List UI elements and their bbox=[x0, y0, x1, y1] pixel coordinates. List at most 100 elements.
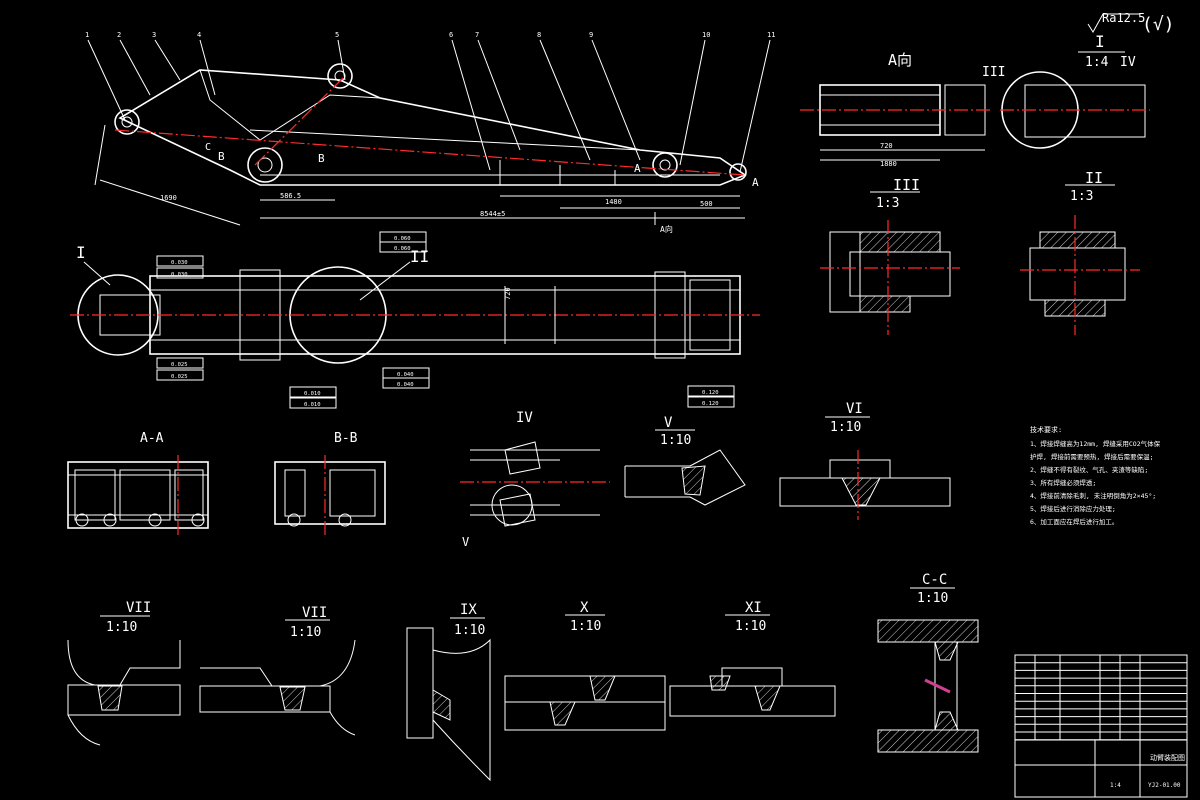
tolerance-value: 0.120 bbox=[702, 390, 719, 396]
tech-req-line: 护焊, 焊接前需要预热, 焊接后需要保温; bbox=[1030, 452, 1154, 461]
tolerance-frame bbox=[156, 357, 204, 369]
detail-x-title: X bbox=[580, 600, 589, 616]
tolerance-value: 0.025 bbox=[171, 374, 188, 380]
tolerance-value: 0.120 bbox=[702, 401, 719, 407]
detail-vi-title: VI bbox=[846, 401, 863, 417]
detail-iv-title: IV bbox=[516, 410, 533, 426]
a-direction-view: A向 720 1880 bbox=[800, 51, 990, 168]
detail-vii-b-scale: 1:10 bbox=[290, 625, 321, 640]
tolerance-value: 0.030 bbox=[171, 272, 188, 278]
tolerance-value: 0.040 bbox=[397, 382, 414, 388]
balloon-label: 3 bbox=[152, 31, 156, 39]
a-direction-title: A向 bbox=[888, 51, 912, 69]
tech-req-line: 2、焊缝不得有裂纹、气孔、夹渣等缺陷; bbox=[1030, 465, 1148, 474]
tolerance-frame bbox=[687, 385, 735, 397]
balloon-leader bbox=[119, 39, 151, 96]
tech-req-line: 1、焊接焊缝高为12mm, 焊缝采用CO2气体保 bbox=[1030, 439, 1161, 448]
detail-vi-scale: 1:10 bbox=[830, 420, 861, 435]
tolerance-frame bbox=[382, 377, 430, 389]
tolerance-value: 0.025 bbox=[171, 362, 188, 368]
balloon-label: 6 bbox=[449, 31, 453, 39]
tolerance-value: 0.010 bbox=[304, 391, 321, 397]
balloon-leader bbox=[739, 39, 771, 173]
detail-ii: II 1:3 bbox=[1020, 169, 1140, 335]
detail-iii: III 1:3 bbox=[820, 176, 960, 335]
tolerance-frame bbox=[379, 241, 427, 253]
detail-ii-scale: 1:3 bbox=[1070, 189, 1093, 204]
title-drawing-name: 动臂装配图 bbox=[1150, 753, 1185, 762]
detail-i-scale: 1:4 bbox=[1085, 55, 1109, 70]
plan-dim-1: 720 bbox=[504, 287, 512, 300]
balloon-leader bbox=[337, 39, 346, 81]
balloon-label: 4 bbox=[197, 31, 201, 39]
dim-segment-3: 1690 bbox=[160, 194, 177, 202]
a-direction-arrow-label: A向 bbox=[660, 224, 673, 234]
tolerance-frame bbox=[289, 386, 337, 398]
tolerance-value: 0.010 bbox=[304, 402, 321, 408]
detail-v: V 1:10 bbox=[624, 415, 746, 506]
tolerance-value: 0.060 bbox=[394, 236, 411, 242]
detail-i-mark-iii: III bbox=[982, 65, 1005, 80]
section-mark-a-right: A bbox=[752, 176, 759, 189]
tolerance-frame bbox=[156, 255, 204, 267]
section-c-c: C-C 1:10 bbox=[877, 572, 979, 753]
title-drawing-no: YJ2-01.00 bbox=[1148, 782, 1181, 789]
section-b-b-title: B-B bbox=[334, 431, 358, 446]
balloon-label: 8 bbox=[537, 31, 541, 39]
title-block: 动臂装配图 YJ2-01.00 1:4 bbox=[1014, 654, 1188, 798]
tech-req-line: 6、加工面应在焊后进行加工。 bbox=[1030, 517, 1118, 526]
section-mark-a-left: A bbox=[634, 162, 641, 175]
roughness-mark: (√) bbox=[1142, 14, 1175, 35]
section-mark-b-right: B bbox=[318, 152, 325, 165]
section-mark-c: C bbox=[205, 142, 211, 153]
tech-req-title: 技术要求: bbox=[1030, 425, 1062, 434]
balloon-leader bbox=[451, 39, 491, 171]
detail-vi: VI 1:10 bbox=[779, 401, 951, 520]
detail-xi-title: XI bbox=[745, 600, 762, 616]
tolerance-value: 0.040 bbox=[397, 372, 414, 378]
a-view-dim-720: 720 bbox=[880, 142, 893, 150]
balloon-label: 5 bbox=[335, 31, 339, 39]
balloon-label: 1 bbox=[85, 31, 89, 39]
section-c-c-scale: 1:10 bbox=[917, 591, 948, 606]
dim-overall-length: 8544±5 bbox=[480, 210, 505, 218]
section-mark-b-left: B bbox=[218, 150, 225, 163]
tolerance-frame bbox=[156, 267, 204, 279]
balloon-leader bbox=[87, 39, 126, 121]
detail-iv-mark-v: V bbox=[462, 535, 469, 549]
detail-ii-title: II bbox=[1085, 169, 1103, 187]
detail-xi: XI 1:10 bbox=[669, 600, 836, 717]
detail-i-mark-iv: IV bbox=[1120, 55, 1136, 70]
roughness-symbol: Ra12.5 (√) bbox=[1087, 11, 1175, 35]
detail-xi-scale: 1:10 bbox=[735, 619, 766, 634]
plan-view: I II 720 0.0300.0300.0250.0250.0600.0600… bbox=[70, 231, 760, 409]
tech-req-line: 4、焊接前清除毛刺, 未注明倒角为2×45°; bbox=[1030, 491, 1156, 500]
tolerance-frame bbox=[687, 396, 735, 408]
balloon-leader bbox=[591, 39, 641, 161]
dim-segment-4: 500 bbox=[700, 200, 713, 208]
dim-segment-1: 1480 bbox=[605, 198, 622, 206]
balloon-label: 2 bbox=[117, 31, 121, 39]
detail-vii-a: VII 1:10 bbox=[67, 600, 181, 746]
tech-req-line: 3、所有焊缝必须焊透; bbox=[1030, 478, 1096, 487]
balloon-leader bbox=[679, 39, 706, 166]
detail-ix-title: IX bbox=[460, 602, 477, 618]
detail-vii-b-title: VII bbox=[302, 605, 327, 621]
balloon-label: 9 bbox=[589, 31, 593, 39]
detail-x-scale: 1:10 bbox=[570, 619, 601, 634]
tech-req-line: 5、焊接后进行消除应力处理; bbox=[1030, 504, 1116, 513]
section-a-a-title: A-A bbox=[140, 431, 164, 446]
main-elevation-view: 8544±5 1480 586.5 1690 500 B B A A C A向 bbox=[94, 63, 759, 234]
plan-view-mark-i: I bbox=[76, 243, 86, 262]
section-a-a: A-A bbox=[67, 431, 209, 535]
title-scale: 1:4 bbox=[1110, 782, 1121, 789]
a-view-dim-1880: 1880 bbox=[880, 160, 897, 168]
detail-iv: IV V bbox=[460, 410, 610, 549]
detail-vii-b: VII 1:10 bbox=[199, 605, 356, 736]
balloon-label: 10 bbox=[702, 31, 710, 39]
balloon-leader bbox=[199, 39, 216, 96]
balloon-label: 7 bbox=[475, 31, 479, 39]
